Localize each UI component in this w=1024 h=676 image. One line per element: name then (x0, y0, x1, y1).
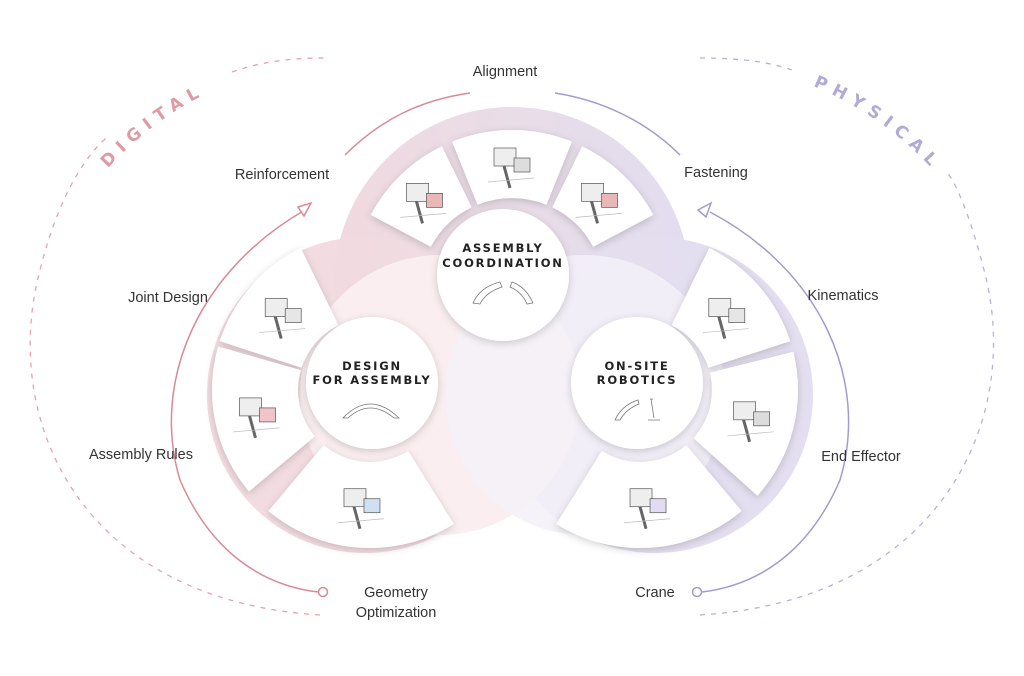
sketch-illustration (702, 298, 749, 339)
panel-assembly-rules (211, 346, 315, 492)
sketch-illustration (259, 298, 306, 339)
hub-title-line2: FOR ASSEMBLY (313, 373, 432, 387)
label-kinematics: Kinematics (808, 288, 879, 304)
digital-dashed-arc-top (231, 57, 326, 73)
panel-reinforcement (370, 146, 472, 247)
panel-kinematics (671, 247, 791, 368)
sketch-illustration (400, 183, 447, 224)
hub-title-line2: COORDINATION (442, 256, 563, 270)
sketch-illustration (487, 147, 535, 189)
digital-label: DIGITAL (97, 80, 209, 171)
panel-fastening (552, 146, 654, 247)
label-geometry-optimization: Optimization (356, 605, 437, 621)
label-end-effector: End Effector (821, 449, 901, 465)
physical-top-arc (554, 92, 681, 156)
label-assembly-rules: Assembly Rules (89, 447, 193, 463)
hub-title-line1: DESIGN (342, 359, 402, 373)
physical-dashed-arc (699, 169, 995, 616)
arch-icon (342, 403, 400, 419)
start-dot-icon (691, 586, 703, 598)
start-dot-icon (317, 586, 329, 598)
panel-alignment (452, 130, 572, 205)
label-reinforcement: Reinforcement (235, 167, 329, 183)
physical-dashed-arc-top (699, 57, 793, 71)
arch-robot-icon (614, 398, 660, 421)
panel-end-effector (693, 351, 798, 496)
hub-assembly-coordination[interactable] (437, 209, 569, 341)
arrow-head-icon (296, 201, 313, 218)
arrow-head-icon (696, 201, 713, 219)
hub-title-line1: ON-SITE (604, 359, 669, 373)
hub-on-site-robotics[interactable] (571, 317, 703, 449)
physical-process-arc (701, 211, 850, 593)
digital-top-arc (344, 92, 471, 156)
label-geometry-optimization: Geometry (364, 585, 428, 601)
sketch-illustration (727, 401, 774, 443)
label-joint-design: Joint Design (128, 290, 208, 306)
sketch-illustration (337, 488, 385, 530)
arch-halves-icon (472, 281, 534, 305)
digital-process-arc (170, 209, 319, 593)
digital-dashed-arc (29, 134, 321, 616)
hub-title-line1: ASSEMBLY (462, 241, 543, 255)
label-fastening: Fastening (684, 165, 748, 181)
sketch-illustration (623, 488, 671, 530)
panel-geometry-optimization (268, 445, 454, 548)
panel-crane (556, 445, 742, 548)
hub-title-line2: ROBOTICS (597, 373, 678, 387)
panel-joint-design (219, 247, 339, 368)
label-crane: Crane (635, 585, 675, 601)
hub-design-for-assembly[interactable] (306, 317, 438, 449)
sketch-illustration (575, 183, 622, 224)
label-alignment: Alignment (473, 64, 537, 80)
physical-label: PHYSICAL (811, 72, 946, 175)
sketch-illustration (233, 397, 280, 439)
image-panels (211, 130, 798, 548)
